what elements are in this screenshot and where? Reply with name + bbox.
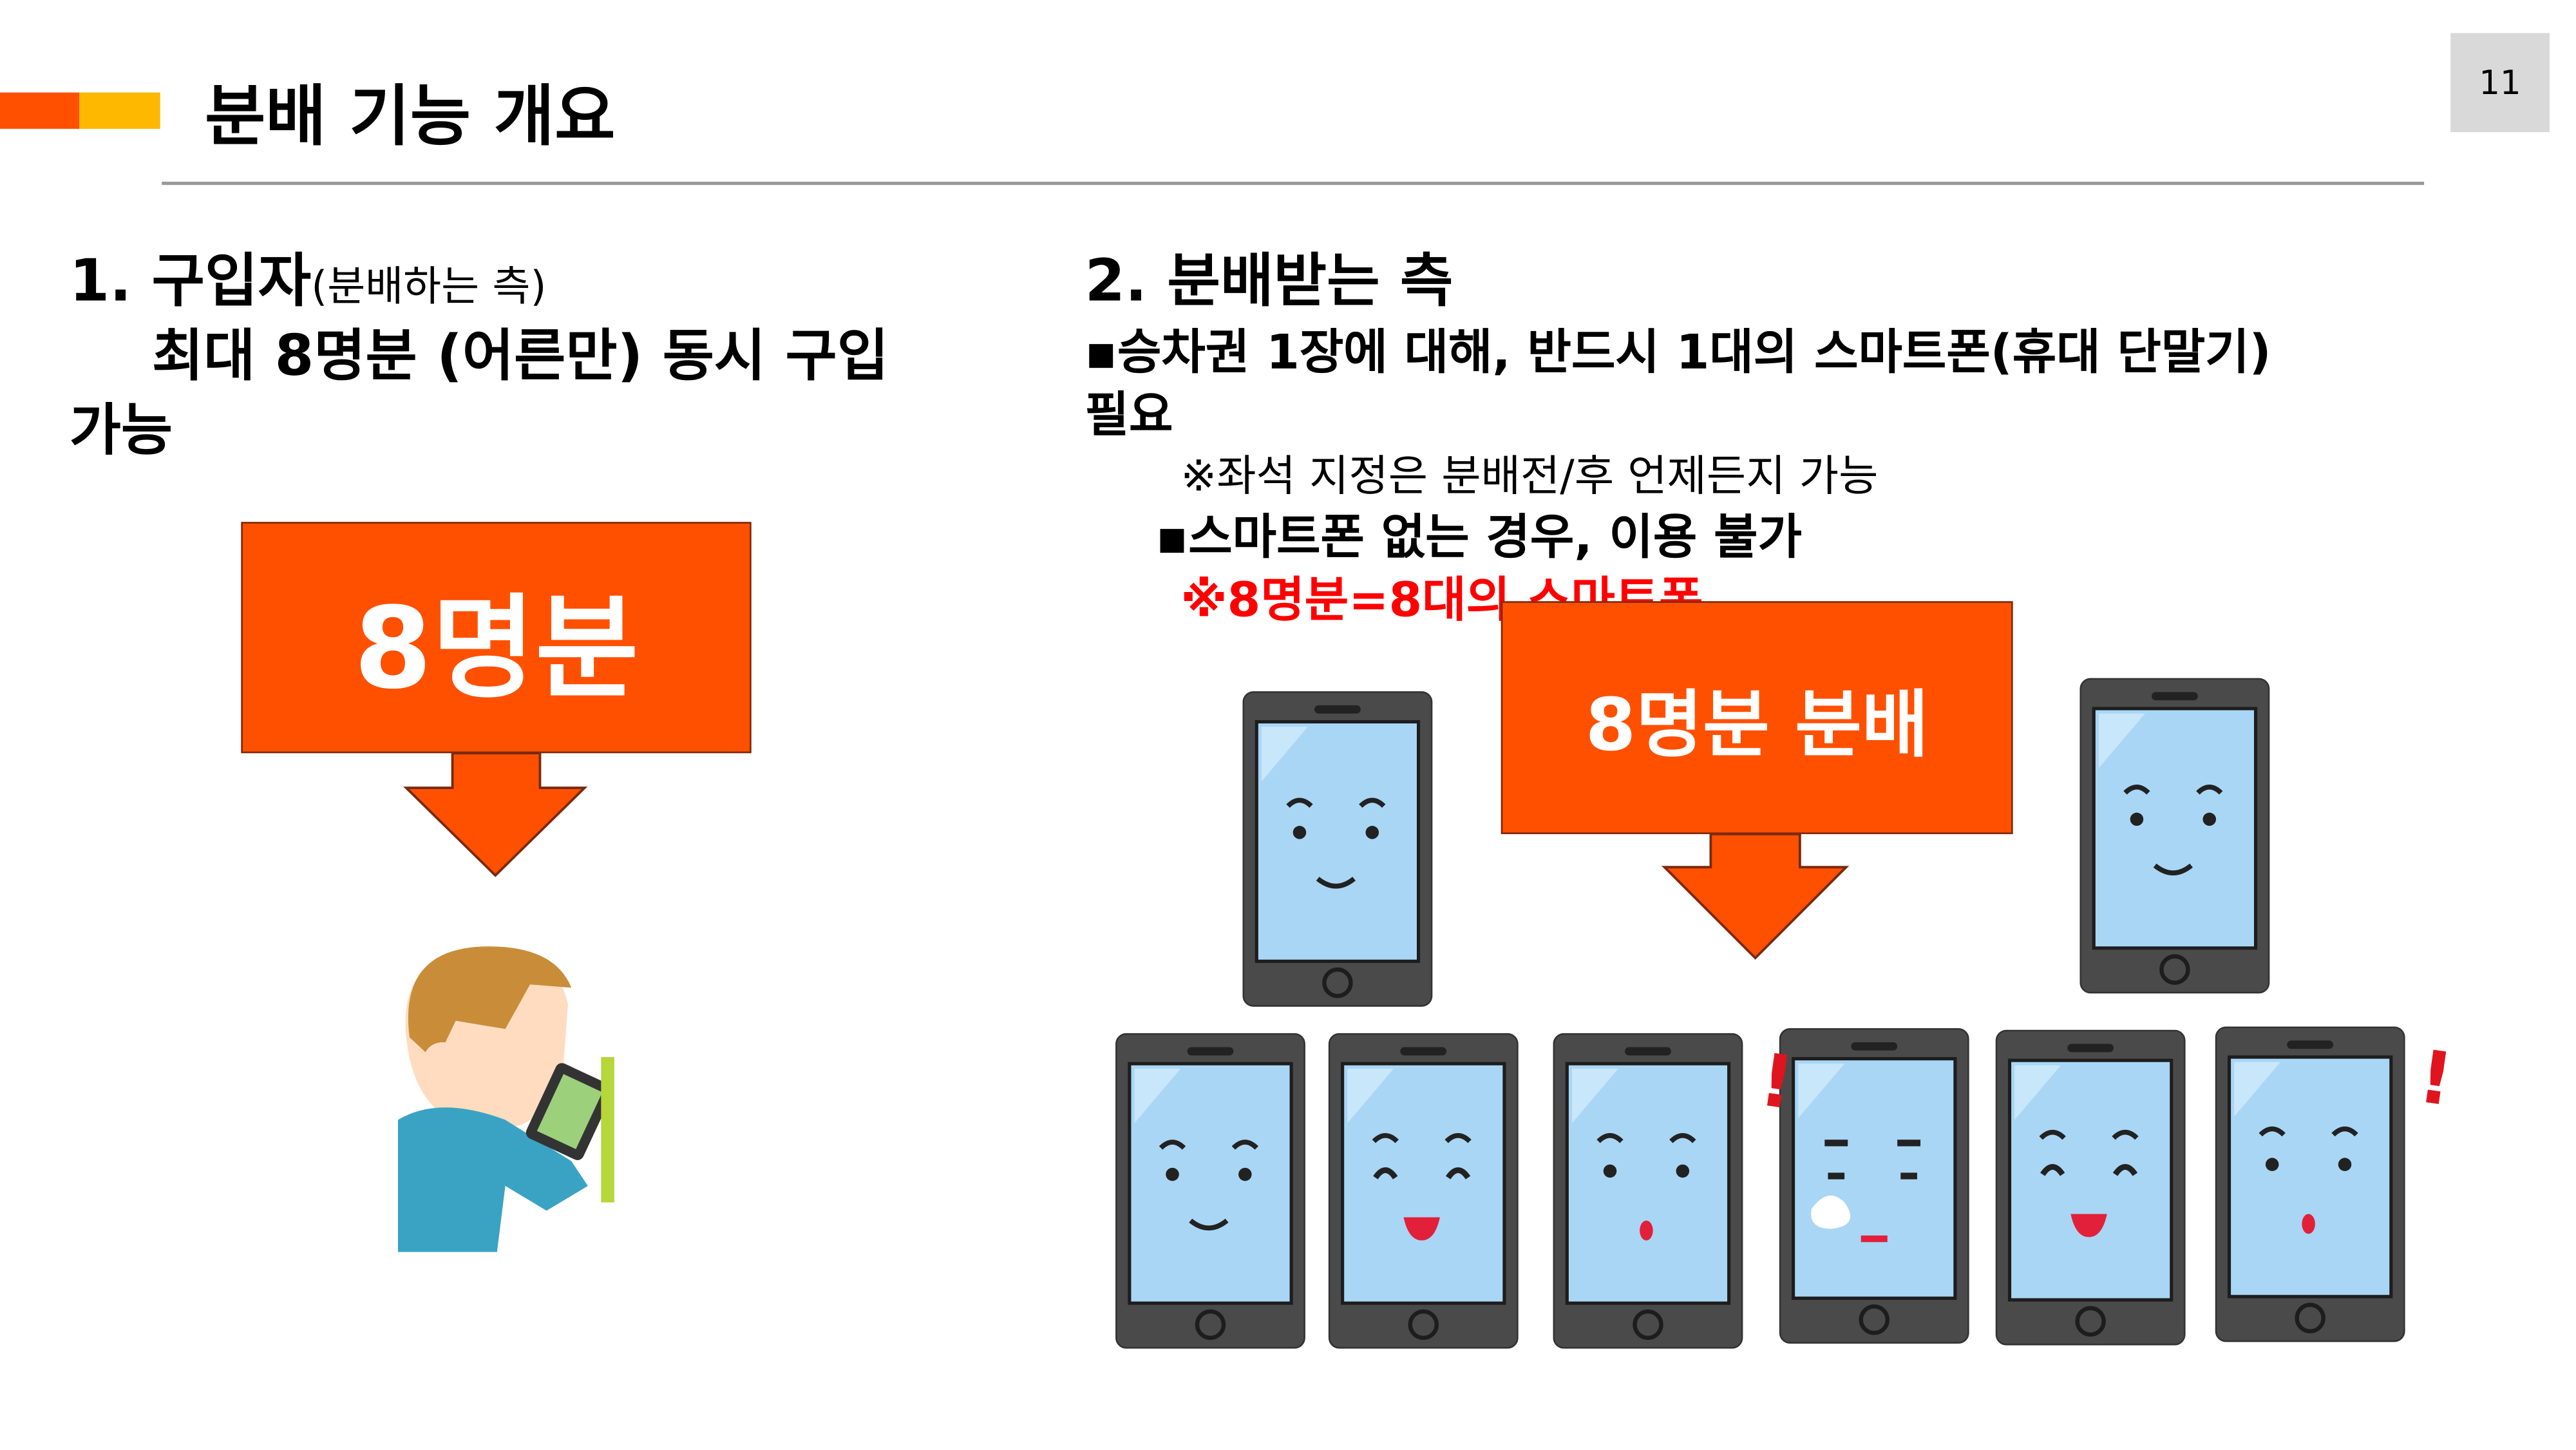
smartphone-face-icon [1779, 1028, 1969, 1344]
buyer-line3: 가능 [69, 397, 173, 464]
smartphone-happy-icon [1994, 1029, 2186, 1346]
smartphone-surprised-icon [2214, 1025, 2405, 1342]
down-arrow-icon [1661, 832, 1850, 960]
accent-bar-orange [0, 92, 80, 129]
buyer-line2: 최대 8명분 (어른만) 동시 구입 [151, 323, 889, 390]
title-divider [162, 182, 2425, 186]
heading-text: 구입자 [151, 249, 312, 316]
smartphone-face-icon [2079, 678, 2270, 994]
buyer-heading: 1. 구입자(분배하는 측) [70, 234, 547, 319]
page-number: 11 [2450, 33, 2550, 133]
receiver-heading: 2. 분배받는 측 [1084, 249, 1454, 316]
smartphone-face-icon [2215, 1026, 2405, 1342]
receiver-bullet1: ▪승차권 1장에 대해, 반드시 1대의 스마트폰(휴대 단말기) [1084, 323, 2271, 380]
smartphone-smile-icon [1115, 1033, 1306, 1350]
smartphone-face-icon [1553, 1033, 1743, 1349]
eight-people-label: 8명분 [354, 584, 639, 714]
accent-bar-yellow [79, 92, 160, 129]
distribute-label: 8명분 분배 [1585, 683, 1929, 768]
heading-number: 1. [69, 249, 132, 316]
smartphone-smile-icon [2079, 677, 2270, 994]
smartphone-happy-icon [1328, 1033, 1519, 1350]
smartphone-smile-icon [1242, 691, 1433, 1007]
receiver-bullet1-cont: 필요 [1084, 386, 1173, 443]
down-arrow-icon [403, 752, 588, 877]
smartphone-face-icon [1328, 1033, 1519, 1349]
seat-note: ※좌석 지정은 분배전/후 언제든지 가능 [1180, 452, 1879, 502]
smartphone-face-icon [1115, 1033, 1305, 1349]
exclamation-mark: ! [2413, 1035, 2458, 1123]
smartphone-surprised-icon [1552, 1033, 1743, 1350]
person-with-phone-illustration [397, 946, 614, 1252]
heading-sub: (분배하는 측) [311, 262, 547, 311]
receiver-bullet2: ▪스마트폰 없는 경우, 이용 불가 [1155, 508, 1802, 565]
page-title: 분배 기능 개요 [204, 79, 616, 156]
eight-people-box: 8명분 [241, 522, 752, 754]
distribute-box: 8명분 분배 [1501, 601, 2013, 834]
smartphone-sweat-icon [1779, 1027, 1970, 1344]
smartphone-face-icon [1995, 1029, 2186, 1346]
smartphone-face-icon [1242, 691, 1433, 1007]
